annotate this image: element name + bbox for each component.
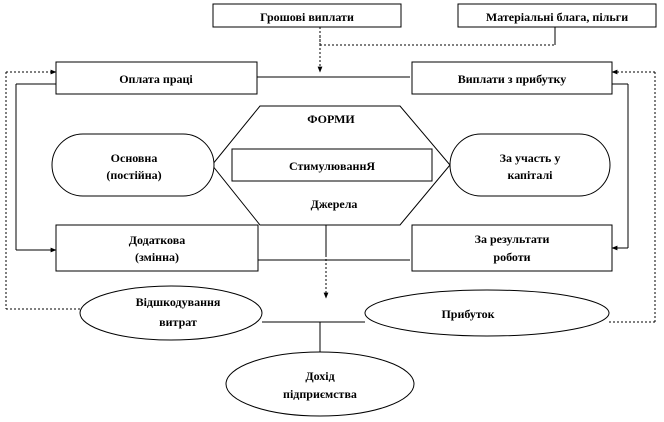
basic-pay-pill — [51, 133, 215, 197]
cost-recovery-label-line2: витрат — [159, 315, 197, 329]
additional-pay-label-line2: (змінна) — [135, 250, 179, 264]
cost-recovery-ellipse — [79, 285, 263, 341]
basic-pay-label-line1: Основна — [111, 151, 158, 165]
capital-share-label-line1: За участь у — [500, 151, 561, 165]
enterprise-income-label-line2: підприємства — [283, 387, 357, 401]
work-results-label-line1: За результати — [475, 232, 550, 246]
material-goods-label: Матеріальні блага, пільги — [486, 10, 628, 24]
basic-pay-label-line2: (постійна) — [106, 168, 161, 182]
profit-payments-box — [411, 61, 613, 95]
stimulation-box — [231, 148, 433, 182]
capital-share-label-line2: капіталі — [507, 168, 553, 182]
sources-label: Джерела — [311, 197, 358, 211]
capital-share-pill — [449, 133, 611, 197]
additional-pay-box — [55, 224, 259, 272]
wage-payment-box — [55, 61, 258, 95]
group-payments-label: Грошові виплати — [260, 10, 354, 24]
cost-recovery-label-line1: Відшкодування — [136, 295, 221, 309]
profit-payments-label: Виплати з прибутку — [458, 72, 567, 86]
connector-lines — [5, 27, 656, 356]
additional-pay-label-line1: Додаткова — [129, 233, 186, 247]
group-payments-box — [212, 3, 402, 28]
stimulation-label: СтимулюваннЯ — [289, 159, 375, 173]
profit-ellipse — [364, 289, 610, 337]
profit-label: Прибуток — [441, 307, 494, 321]
work-results-box — [411, 224, 613, 272]
material-goods-box — [457, 3, 657, 28]
work-results-label-line2: роботи — [493, 250, 530, 264]
forms-label: ФОРМИ — [307, 112, 355, 126]
wage-payment-label: Оплата праці — [119, 72, 193, 86]
enterprise-income-ellipse — [225, 351, 415, 417]
enterprise-income-label-line1: Дохід — [305, 369, 334, 383]
